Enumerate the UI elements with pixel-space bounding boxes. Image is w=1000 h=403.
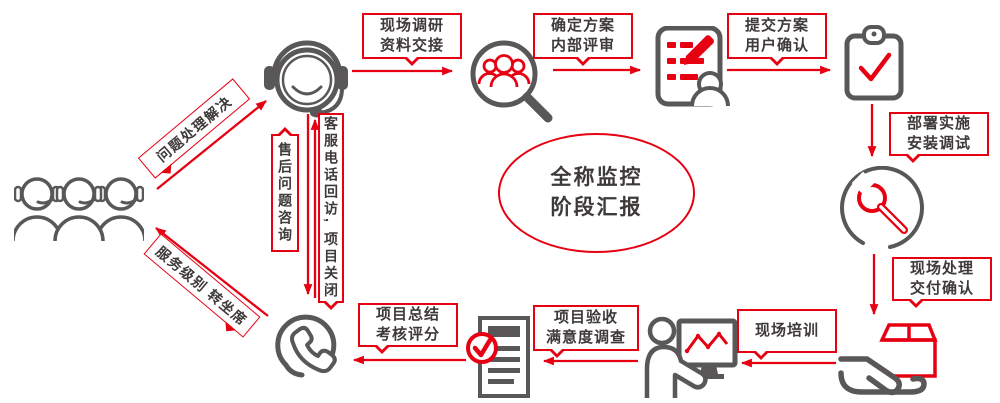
wrench-circle-icon (840, 166, 924, 249)
callout-line: 交付确认 (909, 280, 974, 297)
callout-line: 考核评分 (375, 326, 440, 343)
callout-line: 内部评审 (550, 37, 615, 54)
callout-step-summary: 项目总结 考核评分 (358, 303, 458, 354)
presenter-monitor-icon (644, 316, 738, 398)
callout-callback: 客服电话回访, 项目关闭 (318, 113, 344, 310)
callout-step-training: 现场培训 (737, 309, 837, 360)
callout-step-deploy: 部署实施 安装调试 (889, 112, 989, 163)
callout-line: 项目验收 (553, 309, 618, 326)
callout-line: 用户确认 (744, 37, 809, 54)
report-check-icon (466, 316, 530, 398)
callout-line: 部署实施 (906, 115, 971, 132)
callout-line: 满意度调查 (545, 329, 626, 346)
customer-service-agent-icon (264, 40, 348, 118)
clipboard-check-icon (844, 25, 904, 101)
callout-after-sales: 售后问题咨询 (271, 127, 299, 252)
callout-line: 客服电话回访, 项目关闭 (323, 116, 339, 300)
callout-step-acceptance: 项目验收 满意度调查 (533, 305, 639, 358)
center-monitoring-ellipse: 全称监控 阶段汇报 (498, 133, 695, 253)
callout-step-survey: 现场调研 资料交接 (362, 13, 462, 66)
hand-box-icon (838, 323, 938, 396)
callout-line: 现场培训 (754, 322, 819, 339)
callout-line: 项目总结 (375, 306, 440, 323)
callout-line: 提交方案 (744, 17, 809, 34)
support-team-icon (14, 177, 144, 242)
callout-line: 现场调研 (379, 17, 444, 34)
callout-line: 资料交接 (379, 37, 444, 54)
phone-circle-icon (275, 314, 337, 378)
callout-line: 安装调试 (906, 135, 971, 152)
callout-step-plan: 确定方案 内部评审 (533, 13, 633, 66)
center-line1: 全称监控 (550, 166, 643, 189)
center-line2: 阶段汇报 (550, 196, 643, 219)
callout-step-submit: 提交方案 用户确认 (727, 13, 827, 66)
callout-step-handle: 现场处理 交付确认 (892, 257, 992, 308)
document-pencil-icon (655, 26, 730, 107)
callout-line: 确定方案 (550, 17, 615, 34)
callout-line: 售后问题咨询 (277, 142, 293, 244)
magnifier-team-icon (470, 40, 553, 123)
callout-line: 现场处理 (909, 260, 974, 277)
